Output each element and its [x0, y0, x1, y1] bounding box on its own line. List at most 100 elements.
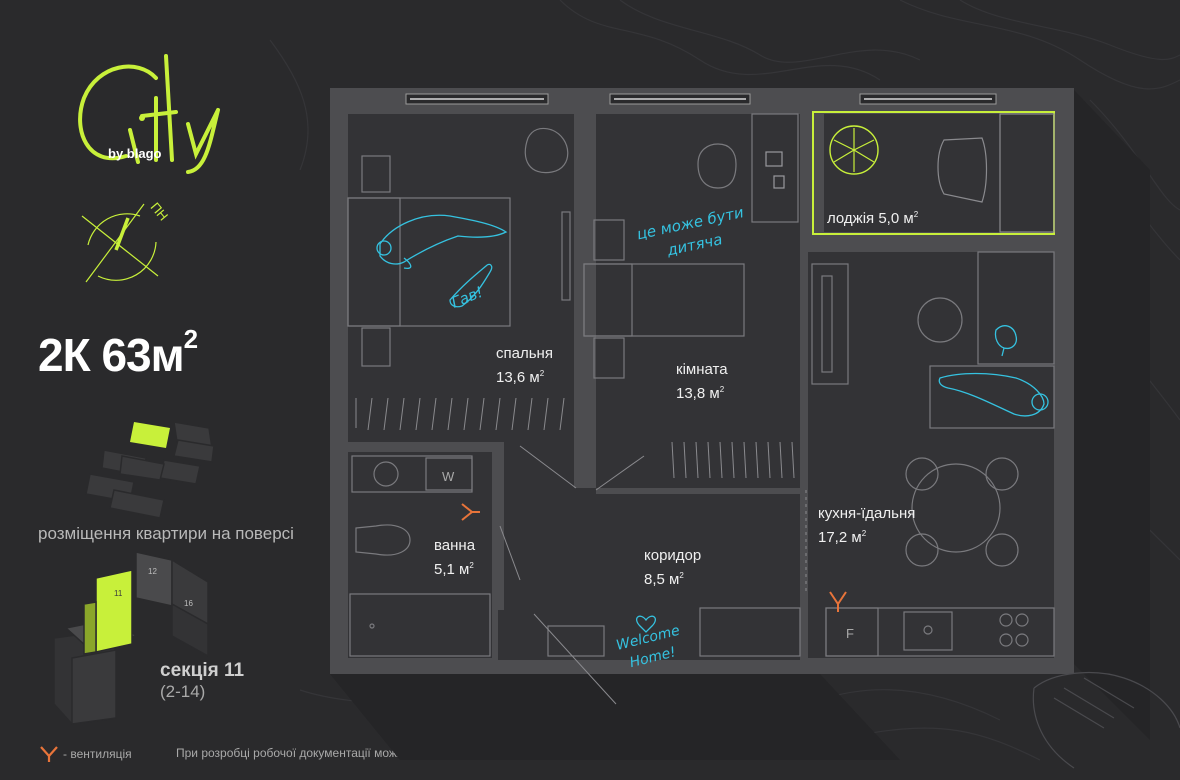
- dining-chair-3: [905, 533, 939, 567]
- loggia-armchair: [937, 137, 988, 203]
- room-corridor-area-wrap: 8,5 м2: [644, 566, 701, 590]
- dining-table: [911, 463, 1001, 553]
- room-bedside-top: [593, 219, 625, 261]
- cooktop-burner-3: [999, 633, 1013, 647]
- room-bedroom-area-wrap: 13,6 м2: [496, 364, 553, 388]
- cooktop-burner-2: [1015, 613, 1029, 627]
- room-bathroom: ванна 5,1 м2: [434, 536, 475, 580]
- fridge-label: F: [846, 626, 854, 641]
- tree-decoration: [1032, 671, 1180, 769]
- door-bathroom: [499, 525, 521, 581]
- room-kimnata-area: 13,8 м: [676, 385, 720, 402]
- kitchen-sink: [903, 611, 953, 651]
- ventilation-legend-label: - вентиляція: [63, 747, 132, 761]
- sleeping-person-sketch: [376, 214, 508, 270]
- room-loggia: лоджія 5,0 м2: [827, 205, 918, 229]
- room-loggia-label-wrap: лоджія 5,0 м2: [827, 205, 918, 229]
- room-kimnata-area-sup: 2: [719, 385, 725, 394]
- apartment-location-highlight: [130, 422, 170, 448]
- bedroom-door-panel: [561, 211, 571, 301]
- ventilation-icon: [40, 746, 58, 762]
- city-logo: by blago: [38, 38, 258, 178]
- building-label-12: 12: [148, 567, 157, 576]
- room-bedroom: спальня 13,6 м2: [496, 344, 553, 388]
- corridor-cabinet: [547, 625, 605, 657]
- room-desk-shelf: [751, 113, 799, 223]
- kitchen-floor: [824, 252, 1054, 658]
- room-corridor-area: 8,5 м: [644, 571, 680, 588]
- room-bedroom-name: спальня: [496, 345, 553, 362]
- corridor-shoe-rack: [699, 607, 801, 657]
- room-loggia-name: лоджія 5,0 м: [827, 210, 914, 227]
- cat-sketch: [994, 325, 1018, 357]
- room-bathroom-area-wrap: 5,1 м2: [434, 556, 475, 580]
- kitchen-sofa: [929, 365, 1055, 429]
- room-corridor-name: коридор: [644, 547, 702, 564]
- room-chair: [697, 143, 737, 189]
- heart-icon: [636, 615, 656, 633]
- room-bathroom-area: 5,1 м: [434, 561, 470, 578]
- ventilation-legend: - вентиляція: [38, 744, 132, 764]
- apartment-type-text: 2К 63м: [38, 329, 185, 381]
- floor-placement-diagram: [85, 421, 215, 519]
- bedroom-floor: [348, 114, 574, 442]
- room-kitchen-area: 17,2 м: [818, 529, 862, 546]
- room-bedroom-area-sup: 2: [539, 369, 545, 378]
- bedside-table-bottom: [361, 327, 391, 367]
- dining-chair-2: [985, 457, 1019, 491]
- bedroom-armchair: [524, 127, 569, 174]
- dining-chair-1: [905, 457, 939, 491]
- ventilation-marker-bathroom: [461, 503, 480, 521]
- door-bedroom: [519, 445, 577, 489]
- washing-machine: [425, 457, 473, 491]
- bathroom-sink: [373, 461, 399, 487]
- room-bedside-bottom: [593, 337, 625, 379]
- room-kitchen: кухня-їдальня 17,2 м2: [818, 504, 915, 548]
- compass-icon: [81, 203, 159, 283]
- building-label-11: 11: [114, 589, 123, 598]
- room-corridor-area-sup: 2: [679, 571, 684, 580]
- apartment-area-unit-sup: 2: [183, 324, 199, 354]
- loggia-shelf: [999, 113, 1055, 233]
- room-loggia-area-sup: 2: [913, 210, 919, 219]
- desk-lamp-icon: [765, 151, 785, 189]
- bedside-table-top: [361, 155, 391, 193]
- cooktop-burner-4: [1015, 633, 1029, 647]
- room-kimnata: кімната 13,8 м2: [676, 360, 728, 404]
- room-floor: [596, 114, 800, 488]
- room-bathroom-name: ванна: [434, 537, 476, 554]
- building-label-16: 16: [184, 599, 193, 608]
- room-corridor: коридор 8,5 м2: [644, 546, 701, 590]
- plant-icon: [829, 125, 879, 175]
- toilet: [355, 524, 411, 556]
- kitchen-bookshelf: [977, 251, 1055, 365]
- fridge: [825, 607, 879, 657]
- room-bedroom-area: 13,6 м: [496, 369, 540, 386]
- section-title: секція 11: [160, 660, 245, 681]
- room-kitchen-area-sup: 2: [861, 529, 867, 538]
- bathtub: [349, 593, 491, 657]
- room-kitchen-area-wrap: 17,2 м2: [818, 524, 915, 548]
- placement-caption: розміщення квартири на поверсі: [38, 524, 294, 543]
- bedroom-wardrobe: [355, 397, 565, 431]
- kitchen-sideboard: [811, 263, 849, 385]
- room-kimnata-area-wrap: 13,8 м2: [676, 380, 728, 404]
- section-floors: (2-14): [160, 682, 206, 701]
- door-corridor-entry: [533, 613, 617, 705]
- corridor-floor: [498, 442, 800, 660]
- room-kitchen-name: кухня-їдальня: [818, 505, 916, 522]
- cooktop-burner-1: [999, 613, 1013, 627]
- dining-chair-4: [985, 533, 1019, 567]
- door-room: [595, 455, 645, 491]
- lounging-person-sketch: [938, 372, 1049, 417]
- room-kimnata-name: кімната: [676, 361, 728, 378]
- washer-label: W: [442, 469, 455, 484]
- room-bathroom-area-sup: 2: [469, 561, 474, 570]
- city-logo-wordmark: [78, 54, 220, 174]
- ventilation-marker-kitchen: [829, 591, 847, 612]
- kitchen-side-table: [917, 297, 963, 343]
- dog-sketch: [449, 263, 493, 308]
- logo-byline: by blago: [108, 146, 162, 161]
- apartment-type: 2К 63м2: [38, 324, 198, 382]
